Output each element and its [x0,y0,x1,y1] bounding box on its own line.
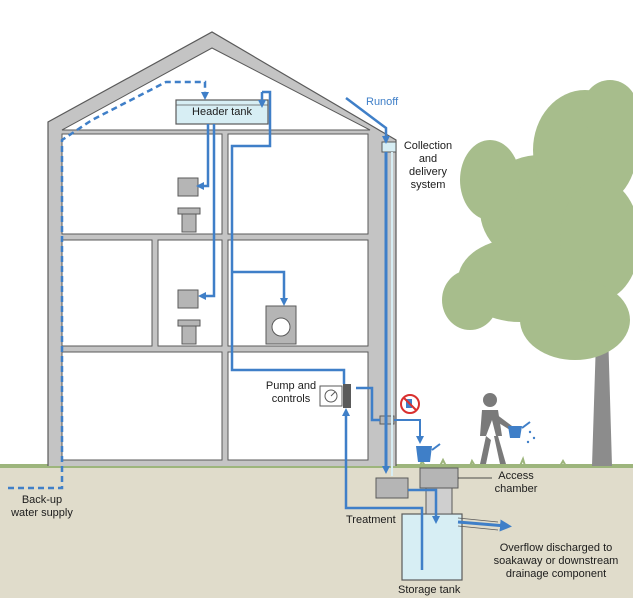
access-chamber-label: Access chamber [486,470,546,496]
treatment-to-storage-pipe [408,488,440,524]
pump-riser-pipe [230,90,346,384]
runoff-label: Runoff [366,96,399,108]
tree-icon [442,80,633,466]
overflow-label-line: Overflow discharged to [499,542,613,554]
access-chamber-shaft [425,487,453,515]
storage-tank-label: Storage tank [398,584,461,596]
pump-label-line: Pump and [265,380,317,392]
header-tank-label: Header tank [192,106,252,118]
pump-label: Pump and controls [262,380,320,406]
grass-tufts [419,456,606,467]
collection-label-line: system [410,179,446,191]
toilet-icon [177,177,201,233]
collection-head [381,141,397,153]
pump-label-line: controls [271,393,311,405]
header-tank [175,99,269,125]
pump-icon [319,384,351,408]
washing-machine-feed [232,270,288,306]
access-chamber [419,467,459,489]
collection-label: Collection and delivery system [398,140,458,192]
person-watering-icon [480,393,536,464]
treatment-unit [375,477,409,499]
overflow-label: Overflow discharged to soakaway or downs… [486,542,626,581]
outdoor-tap-feed [356,386,380,422]
backup-label-line: water supply [11,507,73,519]
overflow-pipe-body [457,517,499,531]
collection-label-line: and [418,153,438,165]
access-label-line: chamber [494,483,538,495]
tap-to-can [394,419,424,444]
access-label-line: Access [498,470,534,482]
runoff-arrow [345,97,390,144]
backup-supply-label: Back-up water supply [2,494,82,520]
toilet-upper-feed [196,124,210,190]
storage-to-pump-pipe [342,408,424,570]
backup-supply-pipe [8,80,209,490]
treatment-label: Treatment [346,514,396,526]
no-drinking-icon [400,394,420,414]
watering-can-icon [416,443,441,462]
overflow-label-line: soakaway or downstream [493,555,619,567]
collection-label-line: Collection [403,140,453,152]
overflow-label-line: drainage component [505,568,607,580]
attic-space [61,47,371,131]
toilet-icon [177,289,201,345]
storage-tank [401,513,463,581]
collection-label-line: delivery [409,166,447,178]
backup-label-line: Back-up [21,494,63,506]
overflow-pipe [457,519,512,532]
toilet-lower-feed [198,124,216,300]
ground [0,466,633,598]
washing-machine-icon [265,305,297,345]
